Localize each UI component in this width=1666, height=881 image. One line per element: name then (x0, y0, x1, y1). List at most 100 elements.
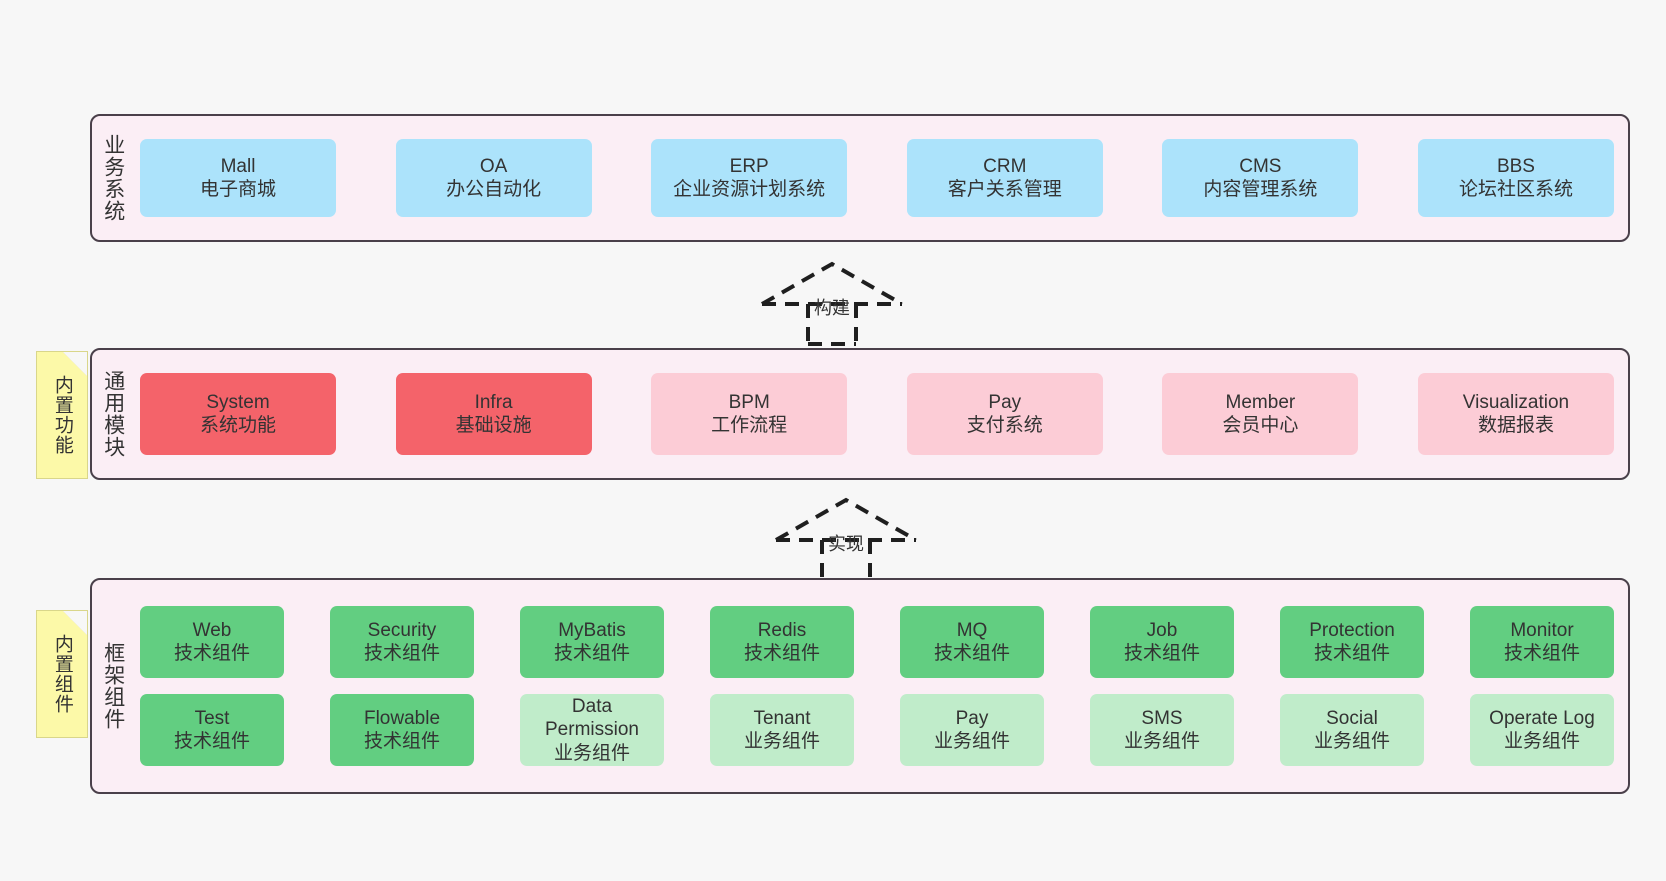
node-title: Protection (1309, 619, 1395, 641)
node-subtitle: 业务组件 (743, 731, 820, 752)
node-social[interactable]: Social 业务组件 (1280, 694, 1424, 766)
node-subtitle: 技术组件 (1313, 643, 1390, 664)
node-subtitle: 业务组件 (1313, 731, 1390, 752)
arrow-build-icon (761, 261, 903, 346)
node-title: Pay (955, 707, 989, 729)
node-subtitle: 电子商城 (199, 179, 276, 200)
node-title: Job (1146, 619, 1178, 641)
layer-label-common-module: 通用模块 (101, 370, 125, 458)
node-title: Mall (220, 155, 256, 177)
node-subtitle: 办公自动化 (446, 179, 542, 200)
node-subtitle: 业务组件 (1123, 731, 1200, 752)
node-bpm[interactable]: BPM 工作流程 (651, 373, 848, 455)
node-title: Tenant (753, 707, 811, 729)
arrow-build: 构建 (752, 258, 912, 346)
node-subtitle: 技术组件 (363, 731, 440, 752)
node-oa[interactable]: OA 办公自动化 (395, 139, 592, 217)
node-mall[interactable]: Mall 电子商城 (140, 139, 336, 217)
node-job[interactable]: Job 技术组件 (1090, 606, 1234, 678)
node-test[interactable]: Test 技术组件 (140, 694, 284, 766)
node-cms[interactable]: CMS 内容管理系统 (1162, 139, 1359, 217)
node-title: MyBatis (558, 619, 626, 641)
node-subtitle: 内容管理系统 (1203, 179, 1318, 200)
node-subtitle: 系统功能 (199, 415, 276, 436)
node-redis[interactable]: Redis 技术组件 (710, 606, 854, 678)
node-title: Security (367, 619, 437, 641)
node-subtitle: 论坛社区系统 (1458, 179, 1573, 200)
node-title: Infra (474, 391, 513, 413)
node-bbs[interactable]: BBS 论坛社区系统 (1417, 139, 1614, 217)
sticky-fold-cover (63, 352, 87, 376)
node-member[interactable]: Member 会员中心 (1162, 373, 1359, 455)
layer-framework-component: 框架组件 Web 技术组件 Security 技术组件 MyBatis 技术组件… (90, 578, 1630, 794)
node-row: Web 技术组件 Security 技术组件 MyBatis 技术组件 Redi… (140, 606, 1614, 678)
layer-body-business-system: Mall 电子商城 OA 办公自动化 ERP 企业资源计划系统 CRM 客户关系… (134, 116, 1628, 240)
layer-body-framework-component: Web 技术组件 Security 技术组件 MyBatis 技术组件 Redi… (134, 580, 1628, 792)
sticky-note-builtin-components: 内置组件 (36, 610, 88, 738)
node-pay-module[interactable]: Pay 支付系统 (906, 373, 1103, 455)
node-system[interactable]: System 系统功能 (140, 373, 336, 455)
node-title: Test (194, 707, 230, 729)
node-subtitle: 工作流程 (711, 415, 788, 436)
node-subtitle: 技术组件 (743, 643, 820, 664)
node-mybatis[interactable]: MyBatis 技术组件 (520, 606, 664, 678)
node-security[interactable]: Security 技术组件 (330, 606, 474, 678)
node-title: Pay (988, 391, 1022, 413)
node-title: Web (192, 619, 232, 641)
node-subtitle: 数据报表 (1477, 415, 1554, 436)
node-flowable[interactable]: Flowable 技术组件 (330, 694, 474, 766)
node-title: Redis (757, 619, 807, 641)
arrow-implement: 实现 (766, 494, 926, 582)
node-row: System 系统功能 Infra 基础设施 BPM 工作流程 Pay 支付系统… (140, 373, 1614, 455)
node-title: ERP (729, 155, 769, 177)
node-title: OA (479, 155, 508, 177)
node-subtitle: 支付系统 (966, 415, 1043, 436)
layer-label-business-system: 业务系统 (101, 134, 125, 222)
node-title: Member (1225, 391, 1296, 413)
node-protection[interactable]: Protection 技术组件 (1280, 606, 1424, 678)
node-monitor[interactable]: Monitor 技术组件 (1470, 606, 1614, 678)
sticky-fold-cover (63, 611, 87, 635)
node-visualization[interactable]: Visualization 数据报表 (1417, 373, 1614, 455)
node-subtitle: 基础设施 (455, 415, 532, 436)
node-title: SMS (1141, 707, 1183, 729)
node-mq[interactable]: MQ 技术组件 (900, 606, 1044, 678)
node-subtitle: 业务组件 (933, 731, 1010, 752)
arrow-implement-label: 实现 (828, 534, 864, 554)
node-title: Visualization (1462, 391, 1570, 413)
node-subtitle: 技术组件 (173, 731, 250, 752)
node-title: Flowable (363, 707, 441, 729)
node-data-permission[interactable]: Data Permission 业务组件 (520, 694, 664, 766)
node-crm[interactable]: CRM 客户关系管理 (906, 139, 1103, 217)
layer-label-framework-component: 框架组件 (101, 642, 125, 730)
node-sms[interactable]: SMS 业务组件 (1090, 694, 1234, 766)
layer-business-system: 业务系统 Mall 电子商城 OA 办公自动化 ERP 企业资源计划系统 CRM… (90, 114, 1630, 242)
node-title: Data Permission (545, 696, 639, 741)
node-title: CRM (983, 155, 1027, 177)
node-title: Social (1326, 707, 1378, 729)
node-subtitle: 企业资源计划系统 (673, 179, 826, 200)
node-title: Monitor (1510, 619, 1574, 641)
node-title: CMS (1239, 155, 1282, 177)
node-title: BPM (728, 391, 770, 413)
sticky-note-text: 内置功能 (51, 375, 73, 455)
layer-common-module: 通用模块 System 系统功能 Infra 基础设施 BPM 工作流程 Pay… (90, 348, 1630, 480)
node-subtitle: 业务组件 (553, 742, 630, 764)
node-tenant[interactable]: Tenant 业务组件 (710, 694, 854, 766)
sticky-note-text: 内置组件 (51, 634, 73, 714)
node-subtitle: 技术组件 (363, 643, 440, 664)
node-subtitle: 会员中心 (1222, 415, 1299, 436)
sticky-note-builtin-features: 内置功能 (36, 351, 88, 479)
node-title: System (206, 391, 270, 413)
arrow-build-label: 构建 (814, 298, 850, 318)
node-row: Test 技术组件 Flowable 技术组件 Data Permission … (140, 694, 1614, 766)
node-erp[interactable]: ERP 企业资源计划系统 (651, 139, 848, 217)
layer-body-common-module: System 系统功能 Infra 基础设施 BPM 工作流程 Pay 支付系统… (134, 350, 1628, 478)
node-pay-component[interactable]: Pay 业务组件 (900, 694, 1044, 766)
node-infra[interactable]: Infra 基础设施 (395, 373, 592, 455)
node-subtitle: 技术组件 (1503, 643, 1580, 664)
node-operate-log[interactable]: Operate Log 业务组件 (1470, 694, 1614, 766)
node-subtitle: 技术组件 (173, 643, 250, 664)
node-web[interactable]: Web 技术组件 (140, 606, 284, 678)
